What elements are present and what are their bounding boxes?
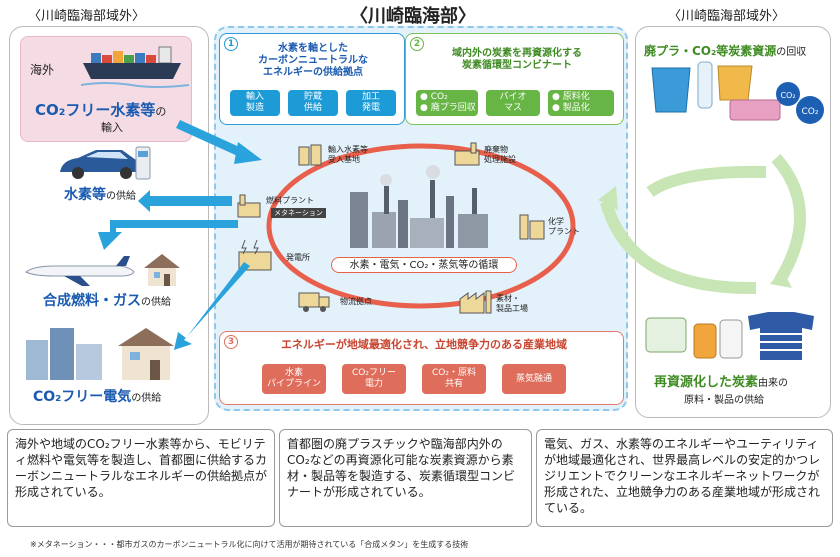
- industrial-complex-icon: [350, 165, 488, 248]
- box3-pill-2: CO₂フリー 電力: [342, 364, 406, 394]
- left-region-header: 〈川崎臨海部域外〉: [28, 9, 146, 24]
- overseas-label: 海外: [30, 63, 55, 77]
- waste-plant-icon: [454, 142, 480, 166]
- fuel-plant-icon: [237, 194, 261, 218]
- logistics-truck-icon: [298, 292, 330, 312]
- chemical-plant-label: 化学 プラント: [548, 217, 580, 236]
- materials-label: 素材・ 製品工場: [496, 294, 528, 313]
- power-plant-label: 発電所: [286, 253, 310, 262]
- box2-pill-3: ● 原料化 ● 製品化: [548, 90, 614, 116]
- recycled-carbon-title: 再資源化した炭素: [654, 375, 759, 390]
- box2-number: 2: [410, 37, 424, 51]
- right-region-header: 〈川崎臨海部域外〉: [668, 9, 786, 24]
- overseas-import-box: 海外 CO₂フリー水素等の 輸入: [20, 36, 192, 142]
- box3-pill-4: 蒸気融通: [502, 364, 566, 394]
- box-industrial-region: 3 エネルギーが地域最適化され、立地競争力のある産業地域 水素 パイプライン C…: [219, 331, 624, 405]
- hydrogen-supply-suffix: の供給: [106, 191, 136, 202]
- cycle-ring: [266, 143, 576, 309]
- import-base-label: 輸入水素等 受入基地: [328, 145, 368, 164]
- center-region-header: 〈川崎臨海部〉: [350, 6, 476, 27]
- import-base-icon: [298, 144, 322, 166]
- hydrogen-station-icon: [135, 146, 151, 180]
- loop-arrow-down: [771, 154, 806, 284]
- box1-pill-1: 輸入 製造: [230, 90, 280, 116]
- box3-title: エネルギーが地域最適化され、立地競争力のある産業地域: [280, 338, 568, 351]
- carbon-loop-arrows: [598, 154, 806, 295]
- co2-badge-1: CO₂: [780, 91, 795, 100]
- waste-plant-label: 廃棄物 処理施設: [484, 145, 516, 164]
- box3-number: 3: [224, 335, 238, 349]
- box2-pill-1: ● CO₂ ● 廃プラ回収: [416, 90, 478, 116]
- buildings-icon: [26, 328, 174, 380]
- import-suffix: の: [155, 105, 167, 118]
- co2-badge-2: CO₂: [802, 107, 819, 117]
- fuel-plant-label: 燃料プラント: [266, 196, 314, 205]
- logistics-label: 物流拠点: [340, 297, 372, 306]
- fuel-supply-suffix: の供給: [141, 297, 171, 308]
- carbon-recovery-suffix: の回収: [776, 47, 807, 58]
- plastic-waste-icon: [651, 61, 781, 121]
- box1-title: 水素を軸とした カーボンニュートラルな エネルギーの供給拠点: [258, 43, 368, 78]
- footnote: ※メタネーション・・・都市ガスのカーボンニュートラル化に向けて活用が期待されてい…: [30, 540, 469, 549]
- recycled-carbon-line2: 原料・製品の供給: [684, 395, 764, 406]
- fuel-cell-car-icon: [60, 150, 144, 179]
- chemical-plant-icon: [519, 214, 545, 240]
- fuel-supply-title: 合成燃料・ガス: [43, 293, 141, 309]
- box2-title: 域内外の炭素を再資源化する 炭素循環型コンビナート: [452, 48, 582, 71]
- import-line2: 輸入: [101, 121, 123, 134]
- import-title: CO₂フリー水素等: [35, 101, 156, 119]
- box1-pill-3: 加工 発電: [346, 90, 396, 116]
- airplane-icon: [25, 256, 135, 286]
- box3-pill-3: CO₂・原料 共有: [422, 364, 486, 394]
- description-carbon-recycling: 首都圏の廃プラスチックや臨海部内外のCO₂などの再資源化可能な炭素資源から素材・…: [279, 429, 532, 527]
- description-industrial-region: 電気、ガス、水素等のエネルギーやユーティリティが地域最適化され、世界最高レベルの…: [536, 429, 833, 527]
- hydrogen-supply-title: 水素等: [64, 187, 106, 203]
- loop-arrow-back: [600, 200, 757, 295]
- methanation-badge: メタネーション: [271, 208, 326, 218]
- description-energy-hub: 海外や地域のCO₂フリー水素等から、モビリティ燃料や電気等を製造し、首都圏に供給…: [7, 429, 275, 527]
- cycle-diagram: [266, 143, 576, 309]
- co2-bubbles-icon: CO₂ CO₂: [776, 82, 824, 124]
- materials-factory-icon: [459, 290, 492, 314]
- recycled-products-icon: [645, 312, 814, 360]
- box1-pill-2: 貯蔵 供給: [288, 90, 338, 116]
- elec-supply-suffix: の供給: [131, 393, 162, 404]
- elec-supply-title: CO₂フリー電気: [33, 389, 132, 405]
- cycle-label: 水素・電気・CO₂・蒸気等の循環: [331, 257, 517, 273]
- recycled-carbon-suffix: 由来の: [758, 378, 789, 389]
- carbon-recovery-title: 廃プラ・CO₂等炭素資源: [644, 44, 777, 58]
- box2-pill-2: バイオ マス: [486, 90, 540, 116]
- box3-pill-1: 水素 パイプライン: [262, 364, 326, 394]
- box-carbon-recycling: 2 域内外の炭素を再資源化する 炭素循環型コンビナート ● CO₂ ● 廃プラ回…: [405, 33, 624, 125]
- cargo-ship-icon: [81, 46, 190, 88]
- box-energy-hub: 1 水素を軸とした カーボンニュートラルな エネルギーの供給拠点 輸入 製造 貯…: [219, 33, 405, 125]
- power-plant-icon: [238, 239, 272, 271]
- box1-number: 1: [224, 37, 238, 51]
- houses-icon: [144, 254, 180, 286]
